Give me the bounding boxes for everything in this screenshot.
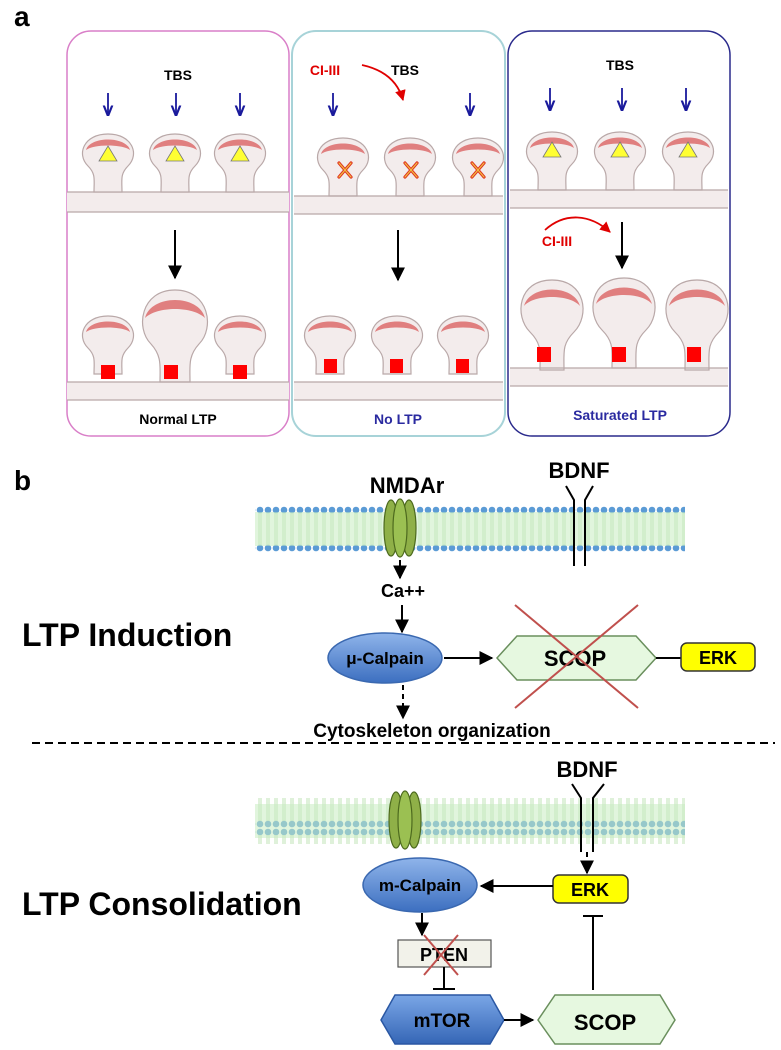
square-marker-icon <box>687 347 701 362</box>
square-marker-icon <box>324 359 337 373</box>
square-marker-icon <box>390 359 403 373</box>
mu-calpain-label: μ-Calpain <box>346 649 423 668</box>
tbs-label: TBS <box>164 67 192 83</box>
square-marker-icon <box>456 359 469 373</box>
no-ltp-panel: CI-III TBS No LTP <box>291 30 506 437</box>
cytoskeleton-label: Cytoskeleton organization <box>313 721 551 742</box>
ltp-consolidation-title: LTP Consolidation <box>22 886 302 922</box>
m-calpain-label: m-Calpain <box>379 876 461 895</box>
panel-letter-b: b <box>14 465 31 496</box>
calcium-label: Ca++ <box>381 581 425 601</box>
saturated-ltp-panel: TBS CI-III Saturated LTP <box>507 30 731 437</box>
nmda-receptor-icon <box>383 498 417 558</box>
saturated-ltp-caption: Saturated LTP <box>573 407 667 423</box>
pten-node <box>397 939 492 968</box>
erk-label-bottom: ERK <box>571 880 609 900</box>
mtor-label: mTOR <box>414 1011 471 1032</box>
ltp-induction-title: LTP Induction <box>22 617 232 653</box>
tbs-label: TBS <box>391 62 419 78</box>
erk-node-top <box>680 642 756 672</box>
inhibited-cross-icon <box>514 604 639 709</box>
m-calpain-node <box>362 857 478 913</box>
inhibited-cross-icon <box>423 934 459 976</box>
scop-node-top <box>495 635 658 681</box>
square-marker-icon <box>612 347 626 362</box>
ci3-label: CI-III <box>310 62 340 78</box>
nmdar-label: NMDAr <box>370 473 445 498</box>
normal-ltp-panel: TBS Normal LTP <box>66 30 290 437</box>
no-ltp-caption: No LTP <box>374 411 422 427</box>
erk-label-top: ERK <box>699 648 737 668</box>
tbs-label: TBS <box>606 57 634 73</box>
pten-label: PTEN <box>420 945 468 965</box>
inhibitor-arrow <box>544 216 611 233</box>
bdnf-receptor-icon <box>571 783 605 852</box>
scop-label-bottom: SCOP <box>574 1010 636 1035</box>
square-marker-icon <box>164 365 178 379</box>
panel-letter-a: a <box>14 1 30 32</box>
normal-ltp-caption: Normal LTP <box>139 411 217 427</box>
bdnf-label-bottom: BDNF <box>556 757 617 782</box>
nmda-receptor-icon <box>388 790 422 850</box>
square-marker-icon <box>233 365 247 379</box>
square-marker-icon <box>101 365 115 379</box>
mu-calpain-node <box>327 632 443 684</box>
mtor-node <box>380 994 505 1045</box>
bdnf-receptor-icon <box>565 485 594 566</box>
erk-node-bottom <box>552 874 629 904</box>
inhibitor-arrow <box>361 64 406 102</box>
bdnf-label-top: BDNF <box>548 458 609 483</box>
square-marker-icon <box>537 347 551 362</box>
ci3-label: CI-III <box>542 233 572 249</box>
scop-node-bottom <box>537 994 676 1045</box>
